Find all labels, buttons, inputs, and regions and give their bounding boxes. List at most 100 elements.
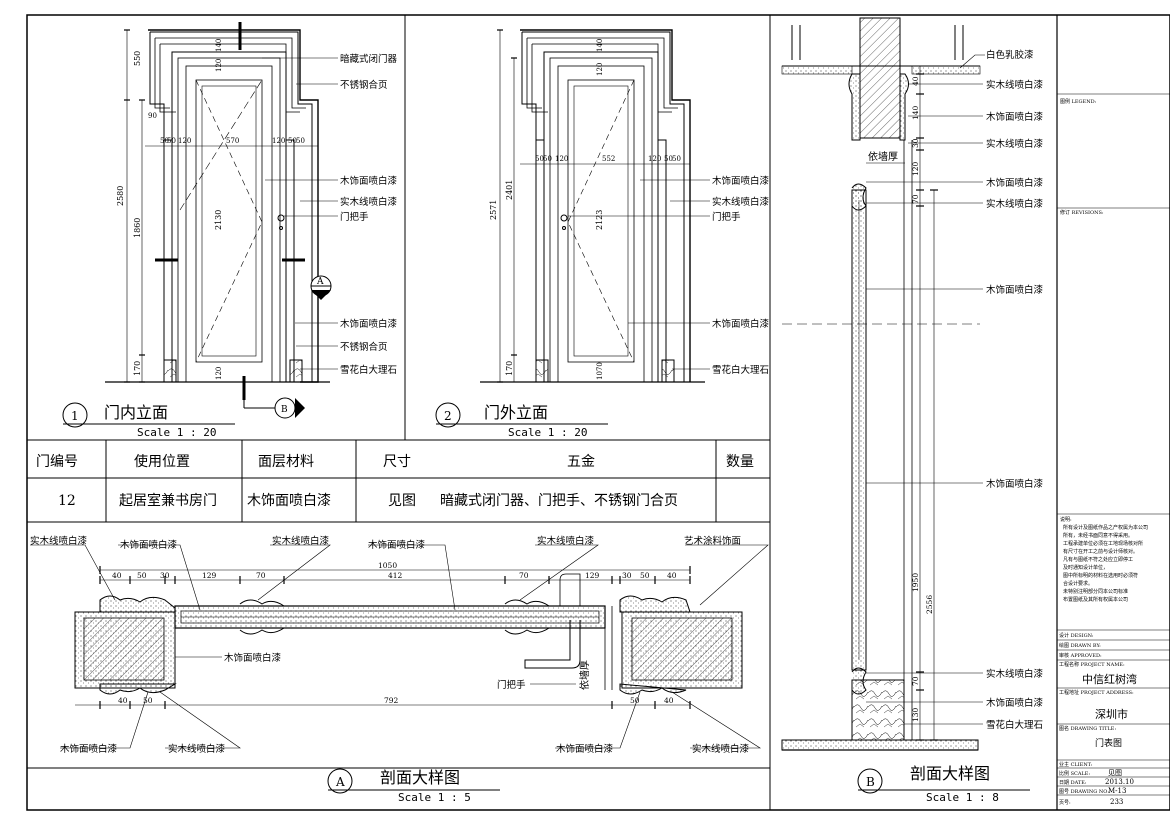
tb-scale-label: 比例 SCALE:	[1059, 770, 1090, 777]
label-a-top-2: 木饰面喷白漆	[120, 539, 178, 551]
dim-2401: 2401	[505, 180, 514, 200]
dim-b-50b: 50	[630, 696, 640, 705]
door-schedule-table: 门编号 使用位置 面层材料 尺寸 五金 数量 12 起居室兼书房门 木饰面喷白漆…	[27, 440, 770, 523]
cell-hardware: 暗藏式闭门器、门把手、不锈钢门合页	[440, 493, 678, 509]
section-marker-b: B	[243, 397, 305, 419]
dim-1050: 1050	[378, 561, 397, 570]
svg-text:Scale 1 : 8: Scale 1 : 8	[926, 791, 999, 804]
label-handle: 门把手	[712, 211, 741, 223]
dim-570: 570	[226, 137, 239, 145]
label-a-bottom-1: 木饰面喷白漆	[60, 743, 118, 755]
title-section-a: A 剖面大样图 Scale 1 : 5	[327, 768, 500, 804]
section-b-detail: 40 140 30 120 70 1950 2556 70 130 依墙厚	[781, 17, 1044, 804]
cell-size: 见图	[388, 493, 416, 509]
title-section-b: B 剖面大样图 Scale 1 : 8	[857, 764, 1030, 804]
tb-drawing-no: M-13	[1108, 787, 1126, 795]
dim-30b: 30	[622, 571, 632, 580]
tb-note-8: 未特别注明部分同本公司标准	[1063, 588, 1128, 595]
dim-90: 90	[148, 112, 157, 120]
tb-drawing-title: 门表图	[1095, 737, 1122, 749]
dim-b-2556: 2556	[925, 595, 934, 614]
dim-120b: 120	[178, 137, 191, 145]
tb-note-0: 所有设计及图纸作品之产权属为本公司	[1063, 524, 1148, 531]
dim-120a: 120	[555, 155, 568, 163]
tb-note-5: 及时通知设计单位，	[1063, 564, 1108, 571]
tb-drawing-no-label: 图号 DRAWING NO:	[1059, 789, 1109, 795]
label-b-7: 木饰面喷白漆	[986, 284, 1044, 296]
dim-120c: 120	[648, 155, 661, 163]
elevation-outer: 2571 2401 170 2123 140 120 1070 50 50 12…	[435, 29, 770, 439]
label-a-bottom-2: 实木线喷白漆	[168, 743, 226, 755]
dim-170: 170	[133, 361, 142, 376]
label-b-6: 实木线喷白漆	[986, 198, 1044, 210]
label-a-mid-veneer: 木饰面喷白漆	[224, 652, 282, 664]
dim-50b: 50	[167, 137, 176, 145]
svg-text:2: 2	[444, 409, 452, 423]
dim-b-120: 120	[911, 161, 920, 176]
label-b-11: 雪花白大理石	[986, 719, 1043, 731]
tb-note-4: 凡有与图纸不符之处应立即停工	[1063, 556, 1133, 563]
cell-door-no: 12	[58, 493, 76, 509]
sheet-border	[26, 14, 1170, 811]
dim-792: 792	[384, 696, 399, 705]
dim-b-50a: 50	[143, 696, 153, 705]
dim-552: 552	[602, 155, 615, 163]
dim-b-40b: 40	[664, 696, 674, 705]
label-veneer-2: 木饰面喷白漆	[712, 318, 770, 330]
svg-text:Scale 1 : 5: Scale 1 : 5	[398, 791, 471, 804]
label-a-top-1: 实木线喷白漆	[30, 535, 88, 547]
label-moulding: 实木线喷白漆	[712, 196, 770, 208]
dim-50d: 50	[296, 137, 305, 145]
label-a-top-6: 艺术涂料饰面	[684, 535, 741, 547]
label-b-1: 白色乳胶漆	[986, 49, 1034, 61]
dim-top: 550	[133, 51, 142, 66]
dim-50a: 50	[535, 155, 544, 163]
svg-text:剖面大样图: 剖面大样图	[380, 768, 460, 787]
label-a-bottom-4: 实木线喷白漆	[692, 743, 750, 755]
dim-412: 412	[388, 571, 403, 580]
label-a-top-4: 木饰面喷白漆	[368, 539, 426, 551]
header-hardware: 五金	[567, 454, 595, 470]
dim-30a: 30	[160, 571, 170, 580]
section-a-detail: 40 50 30 129 70 412 70 129 30 50 40 1050…	[30, 535, 769, 804]
label-b-10: 木饰面喷白漆	[986, 697, 1044, 709]
svg-text:Scale 1 : 20: Scale 1 : 20	[137, 426, 216, 439]
dim-50a: 50	[160, 137, 169, 145]
label-concealed-closer: 暗藏式闭门器	[340, 53, 398, 65]
tb-address: 深圳市	[1095, 707, 1128, 721]
svg-text:门内立面: 门内立面	[104, 403, 168, 422]
tb-project-label: 工程名称 PROJECT NAME:	[1059, 661, 1125, 668]
tb-notes-head: 说明:	[1060, 516, 1072, 523]
dim-40b: 40	[667, 571, 677, 580]
label-moulding: 实木线喷白漆	[340, 196, 398, 208]
dim-50b: 50	[640, 571, 650, 580]
dim-b-130: 130	[911, 707, 920, 722]
tb-note-3: 有尺寸在开工之前与设计师核对。	[1063, 548, 1138, 555]
dim-50c: 50	[664, 155, 673, 163]
tb-design: 设计 DESIGN:	[1059, 632, 1094, 639]
tb-sheet-label: 页号:	[1059, 800, 1071, 806]
dim-120a: 120	[215, 59, 223, 72]
dim-2571: 2571	[489, 200, 498, 220]
dim-129a: 129	[202, 571, 217, 580]
header-door-no: 门编号	[36, 454, 78, 470]
dim-120-bottom: 120	[215, 367, 223, 380]
dim-70a: 70	[256, 571, 266, 580]
tb-note-6: 图中所标明的材料在选用时必须符	[1063, 572, 1138, 579]
dim-1070: 1070	[596, 362, 604, 380]
dim-total-h: 2580	[116, 186, 125, 206]
label-veneer-2: 木饰面喷白漆	[340, 318, 398, 330]
header-quantity: 数量	[726, 454, 754, 470]
label-b-3: 木饰面喷白漆	[986, 111, 1044, 123]
label-b-8: 木饰面喷白漆	[986, 478, 1044, 490]
label-hinge-1: 不锈钢合页	[340, 79, 388, 91]
dim-b-70a: 70	[911, 194, 920, 204]
label-b-4: 实木线喷白漆	[986, 138, 1044, 150]
tb-project-name: 中信红树湾	[1082, 672, 1137, 686]
dim-b-1950: 1950	[911, 573, 920, 592]
tb-legend: 图例 LEGEND:	[1060, 98, 1097, 105]
label-a-handle: 门把手	[497, 679, 526, 691]
tb-approved: 审核 APPROVED:	[1059, 652, 1102, 659]
dim-50a: 50	[137, 571, 147, 580]
